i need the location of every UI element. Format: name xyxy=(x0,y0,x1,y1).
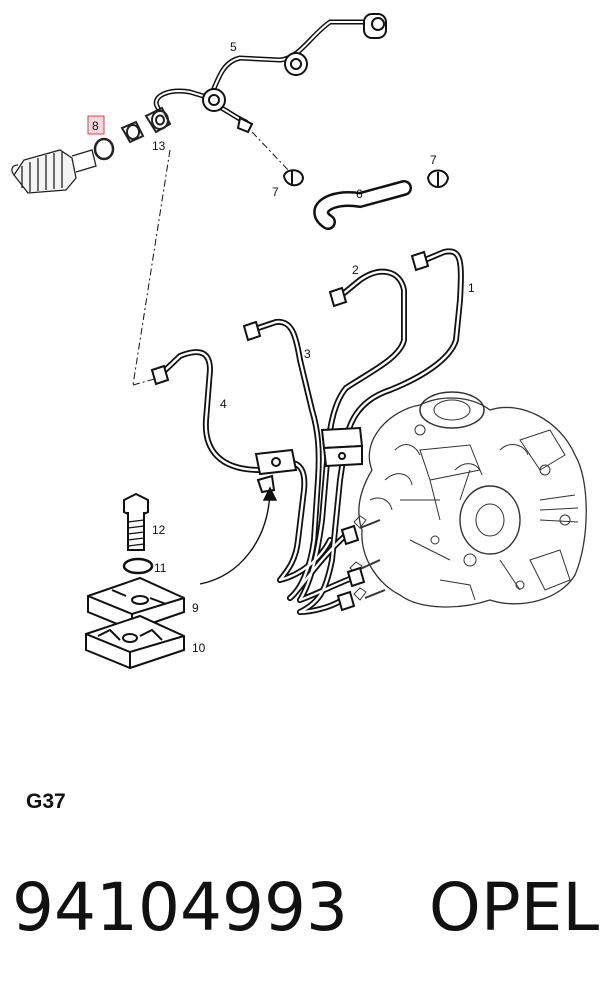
part-info-line: 94104993 OPEL xyxy=(12,858,599,958)
leader-lines xyxy=(132,131,291,386)
hose-clamp-left xyxy=(282,169,305,187)
spring-washer-11 xyxy=(122,557,154,575)
injection-pump-drawing xyxy=(349,391,587,608)
callout-13: 13 xyxy=(152,139,166,153)
exploded-parts-diagram: 5 8 13 7 7 6 2 1 3 4 12 11 9 10 xyxy=(11,13,587,670)
callout-4: 4 xyxy=(220,397,227,411)
injector-nozzle xyxy=(11,149,97,194)
callout-8-highlight xyxy=(87,115,105,135)
callout-11: 11 xyxy=(154,561,167,575)
callout-labels: 5 8 13 7 7 6 2 1 3 4 12 11 9 10 xyxy=(87,40,475,655)
seal-13 xyxy=(120,106,172,144)
brand-name: OPEL xyxy=(428,869,600,946)
part-number: 94104993 xyxy=(12,869,348,946)
clamp-half-10 xyxy=(85,614,185,670)
leak-off-pipe-5 xyxy=(153,19,375,125)
pipe-clamp-blocks xyxy=(254,426,364,494)
callout-1: 1 xyxy=(468,281,475,295)
callout-3: 3 xyxy=(304,347,311,361)
callout-5: 5 xyxy=(230,40,237,54)
pipe-union-nuts xyxy=(150,250,430,612)
callout-6: 6 xyxy=(356,187,363,201)
callout-9: 9 xyxy=(192,601,199,615)
sealing-washer xyxy=(93,137,115,161)
leak-off-pipe-5-inner xyxy=(155,21,373,123)
callout-8: 8 xyxy=(92,119,99,133)
bolt-12 xyxy=(123,492,149,551)
callout-7-right: 7 xyxy=(430,153,437,167)
injection-pipes xyxy=(157,248,464,615)
callout-10: 10 xyxy=(192,641,206,655)
clamp-half-9 xyxy=(87,576,185,632)
hose-clamp-right xyxy=(426,169,450,188)
banjo-fittings xyxy=(202,13,387,134)
figure-code: G37 xyxy=(26,790,66,813)
callout-12: 12 xyxy=(152,523,166,537)
return-hose-6 xyxy=(313,180,412,230)
callout-2: 2 xyxy=(352,263,359,277)
callout-7-left: 7 xyxy=(272,185,279,199)
assembly-arrow xyxy=(199,486,278,585)
